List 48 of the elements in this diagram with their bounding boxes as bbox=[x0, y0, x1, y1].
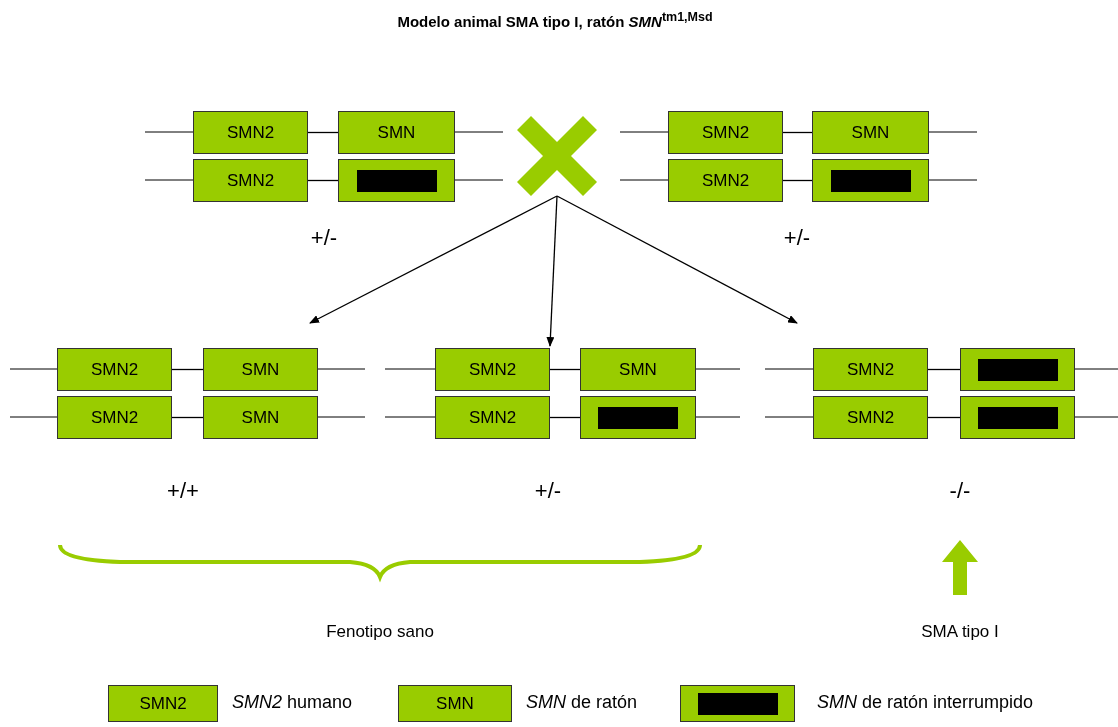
gene-box: SMN2 bbox=[668, 159, 783, 202]
gene-box: SMN2 bbox=[435, 348, 550, 391]
gene-box bbox=[680, 685, 795, 722]
gene-box: SMN bbox=[398, 685, 512, 722]
cross-symbol bbox=[517, 116, 597, 196]
legend-text: SMN2 humano bbox=[232, 692, 353, 713]
chromosome-line bbox=[556, 195, 798, 324]
gene-box: SMN2 bbox=[193, 159, 308, 202]
genotype-label: -/- bbox=[949, 478, 971, 504]
gene-box bbox=[812, 159, 929, 202]
chromosome-line bbox=[546, 195, 558, 347]
chromosome-line bbox=[549, 368, 581, 371]
gene-box: SMN2 bbox=[435, 396, 550, 439]
gene-box: SMN2 bbox=[668, 111, 783, 154]
gene-box: SMN bbox=[812, 111, 929, 154]
chromosome-line bbox=[307, 131, 339, 134]
gene-box: SMN2 bbox=[813, 396, 928, 439]
gene-box: SMN bbox=[580, 348, 696, 391]
phenotype-label: Fenotipo sano bbox=[326, 622, 434, 642]
genotype-label: +/- bbox=[310, 225, 338, 251]
genotype-label: +/+ bbox=[167, 478, 199, 504]
gene-box bbox=[960, 396, 1075, 439]
gene-box: SMN bbox=[338, 111, 455, 154]
chromosome-line bbox=[782, 131, 813, 134]
chromosome-line bbox=[927, 416, 961, 419]
gene-box: SMN2 bbox=[57, 348, 172, 391]
chromosome-line bbox=[171, 368, 204, 371]
diagram-title: Modelo animal SMA tipo I, ratón SMN$^{tm1,Msd}$ bbox=[397, 10, 713, 30]
gene-box bbox=[338, 159, 455, 202]
legend-text: SMN de ratón bbox=[526, 692, 638, 713]
gene-box: SMN bbox=[203, 396, 318, 439]
chromosome-line bbox=[927, 368, 961, 371]
gene-box bbox=[580, 396, 696, 439]
chromosome-line bbox=[549, 416, 581, 419]
gene-box: SMN bbox=[203, 348, 318, 391]
gene-box: SMN2 bbox=[108, 685, 218, 722]
genotype-label: +/- bbox=[534, 478, 562, 504]
genotype-label: +/- bbox=[783, 225, 811, 251]
gene-box bbox=[960, 348, 1075, 391]
chromosome-line bbox=[171, 416, 204, 419]
gene-box: SMN2 bbox=[193, 111, 308, 154]
phenotype-label: SMA tipo I bbox=[921, 622, 999, 642]
gene-box: SMN2 bbox=[57, 396, 172, 439]
legend-text: SMN de ratón interrumpido bbox=[817, 692, 1034, 713]
chromosome-line bbox=[782, 179, 813, 182]
chromosome-line bbox=[309, 195, 558, 324]
chromosome-line bbox=[307, 179, 339, 182]
gene-box: SMN2 bbox=[813, 348, 928, 391]
